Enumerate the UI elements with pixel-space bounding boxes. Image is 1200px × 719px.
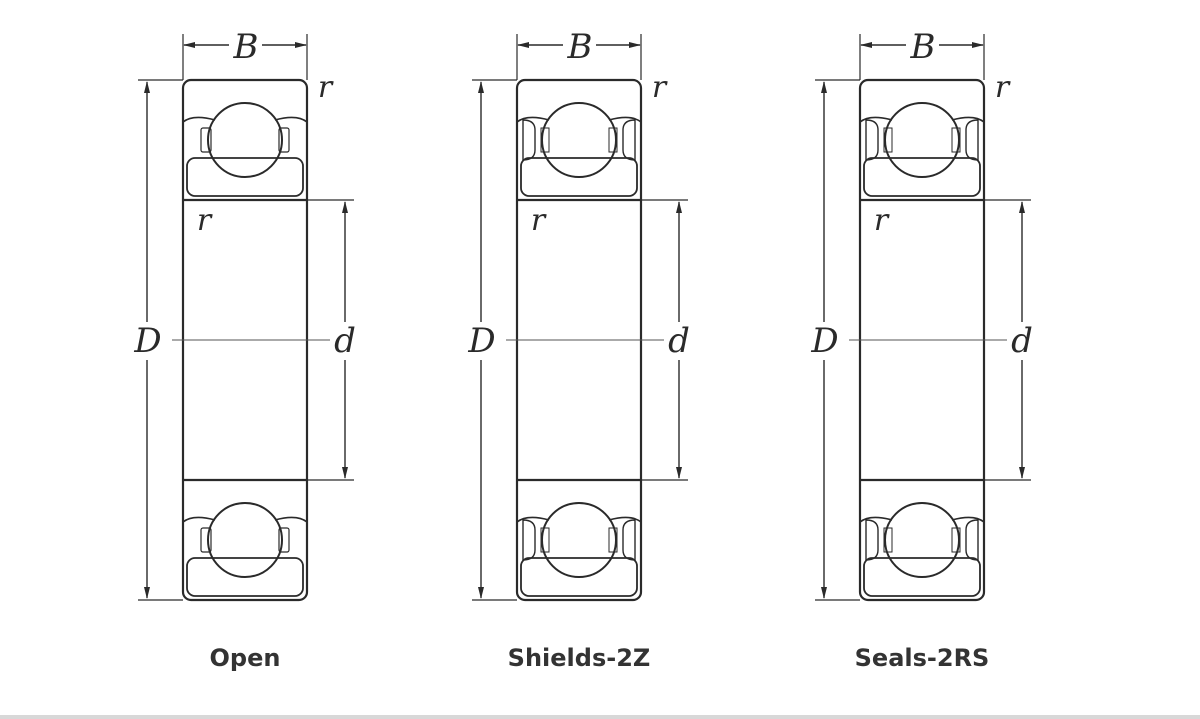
bottom-border xyxy=(0,715,1200,719)
cage-icon xyxy=(200,527,212,553)
label-radius-r: r xyxy=(874,203,890,238)
ball xyxy=(884,502,960,578)
label-radius-r: r xyxy=(197,203,213,238)
ball xyxy=(541,502,617,578)
shield-icon xyxy=(622,119,636,161)
outer-ring-edge xyxy=(274,116,308,123)
outer-ring-edge xyxy=(516,516,550,523)
outer-ring-edge xyxy=(516,116,550,123)
ball-section-bottom xyxy=(516,502,642,597)
outer-ring-edge xyxy=(859,116,893,123)
ball xyxy=(207,102,283,178)
shield-icon xyxy=(522,519,536,561)
outer-ring-edge xyxy=(859,516,893,523)
ball xyxy=(884,102,960,178)
ball xyxy=(207,502,283,578)
inner-ring xyxy=(186,557,304,597)
label-bore-d: d xyxy=(334,321,356,361)
label-outer-diameter-D: D xyxy=(467,321,495,361)
label-outer-diameter-D: D xyxy=(133,321,161,361)
outer-ring-edge xyxy=(951,116,985,123)
inner-ring xyxy=(186,157,304,197)
inner-ring xyxy=(520,157,638,197)
label-outer-diameter-D: D xyxy=(810,321,838,361)
inner-ring xyxy=(863,157,981,197)
outer-ring-edge xyxy=(182,116,216,123)
bearing-caption: Open xyxy=(210,644,281,672)
seal-icon xyxy=(965,119,979,161)
ball-section-top xyxy=(859,102,985,197)
bearing-caption: Seals-2RS xyxy=(855,644,990,672)
bearing-caption: Shields-2Z xyxy=(508,644,651,672)
cage-icon xyxy=(278,127,290,153)
ball-section-top xyxy=(182,102,308,197)
outer-ring-edge xyxy=(274,516,308,523)
outer-ring-edge xyxy=(182,516,216,523)
label-radius-r: r xyxy=(652,70,668,105)
label-radius-r: r xyxy=(318,70,334,105)
shield-icon xyxy=(522,119,536,161)
seal-icon xyxy=(965,519,979,561)
label-radius-r: r xyxy=(531,203,547,238)
seal-icon xyxy=(865,519,879,561)
ball xyxy=(541,102,617,178)
seal-icon xyxy=(865,119,879,161)
shield-icon xyxy=(622,519,636,561)
cage-icon xyxy=(278,527,290,553)
label-radius-r: r xyxy=(995,70,1011,105)
inner-ring xyxy=(520,557,638,597)
inner-ring xyxy=(863,557,981,597)
ball-section-bottom xyxy=(182,502,308,597)
ball-section-top xyxy=(516,102,642,197)
ball-section-bottom xyxy=(859,502,985,597)
label-bore-d: d xyxy=(1011,321,1033,361)
cage-icon xyxy=(200,127,212,153)
outer-ring-edge xyxy=(608,116,642,123)
label-width-B: B xyxy=(567,27,593,67)
label-width-B: B xyxy=(910,27,936,67)
label-width-B: B xyxy=(233,27,259,67)
outer-ring-edge xyxy=(951,516,985,523)
label-bore-d: d xyxy=(668,321,690,361)
outer-ring-edge xyxy=(608,516,642,523)
